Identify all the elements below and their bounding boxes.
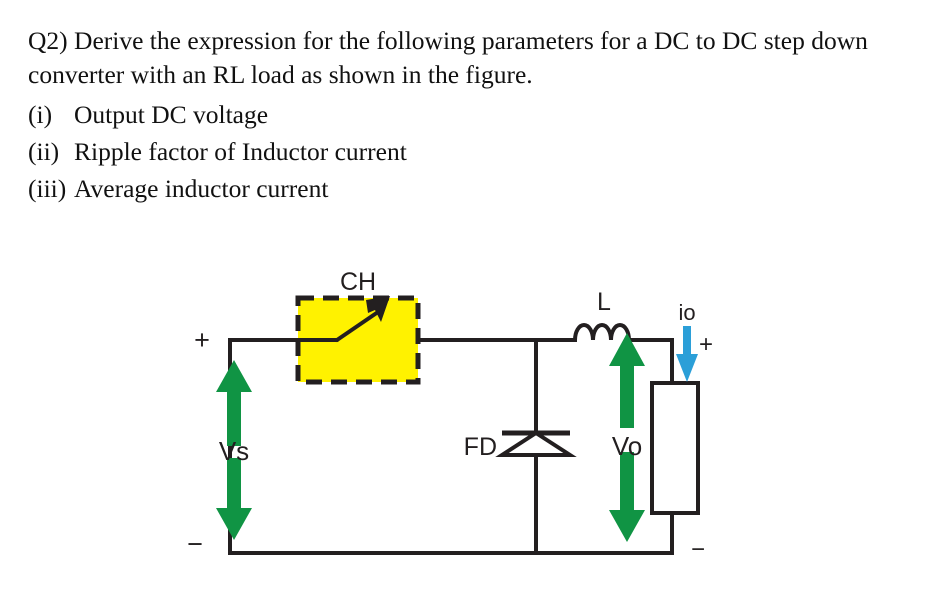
list-marker: (iii) [28,173,67,203]
circuit-diagram-figure: CH Vs + − FD L Vo io + − [0,250,937,602]
chopper-switch-box[interactable] [295,295,421,385]
output-voltage-label: Vo [612,431,642,461]
source-arrow-down-icon [216,458,252,540]
source-voltage-arrows [216,360,252,540]
question-list-item: (iii)Average inductor current [28,171,908,208]
inductor-label: L [597,288,611,316]
switch-lever [335,310,380,342]
output-voltage-arrows [609,333,645,542]
question-list-item: (i) Output DC voltage [28,97,908,134]
list-marker: (ii) [28,137,60,167]
current-arrow-down-icon [676,326,698,382]
source-label: Vs [219,436,249,466]
switch-symbol-icon [296,310,380,342]
list-item-text: Output DC voltage [74,100,269,130]
diode-label: FD [464,433,497,461]
switch-arrowhead-icon [366,296,390,322]
list-item-text: Average inductor current [74,173,329,203]
freewheeling-diode-symbol [495,430,577,457]
list-marker: (i) [28,100,53,130]
diode-triangle-icon [495,430,577,457]
inductor-coils [573,323,631,341]
rl-load-resistor [650,381,700,515]
question-intro-text: Q2) Derive the expression for the follow… [28,26,868,89]
chopper-switch-block[interactable] [295,295,421,385]
output-minus-sign: − [691,536,705,563]
inductor-symbol-icon [573,323,631,341]
source-minus-sign: − [187,529,203,559]
list-item-text: Ripple factor of Inductor current [74,137,407,167]
question-list-item: (ii) Ripple factor of Inductor current [28,134,908,171]
question-block: Q2) Derive the expression for the follow… [28,24,908,207]
output-current-label: io [678,300,695,325]
source-arrow-up-icon [216,360,252,446]
source-plus-sign: + [194,325,210,355]
chopper-label: CH [340,268,376,296]
output-current-arrow [676,326,698,382]
output-arrow-down-icon [609,452,645,542]
output-plus-sign: + [699,331,713,358]
output-arrow-up-icon [609,333,645,428]
question-list: (i) Output DC voltage (ii) Ripple factor o… [28,97,908,207]
